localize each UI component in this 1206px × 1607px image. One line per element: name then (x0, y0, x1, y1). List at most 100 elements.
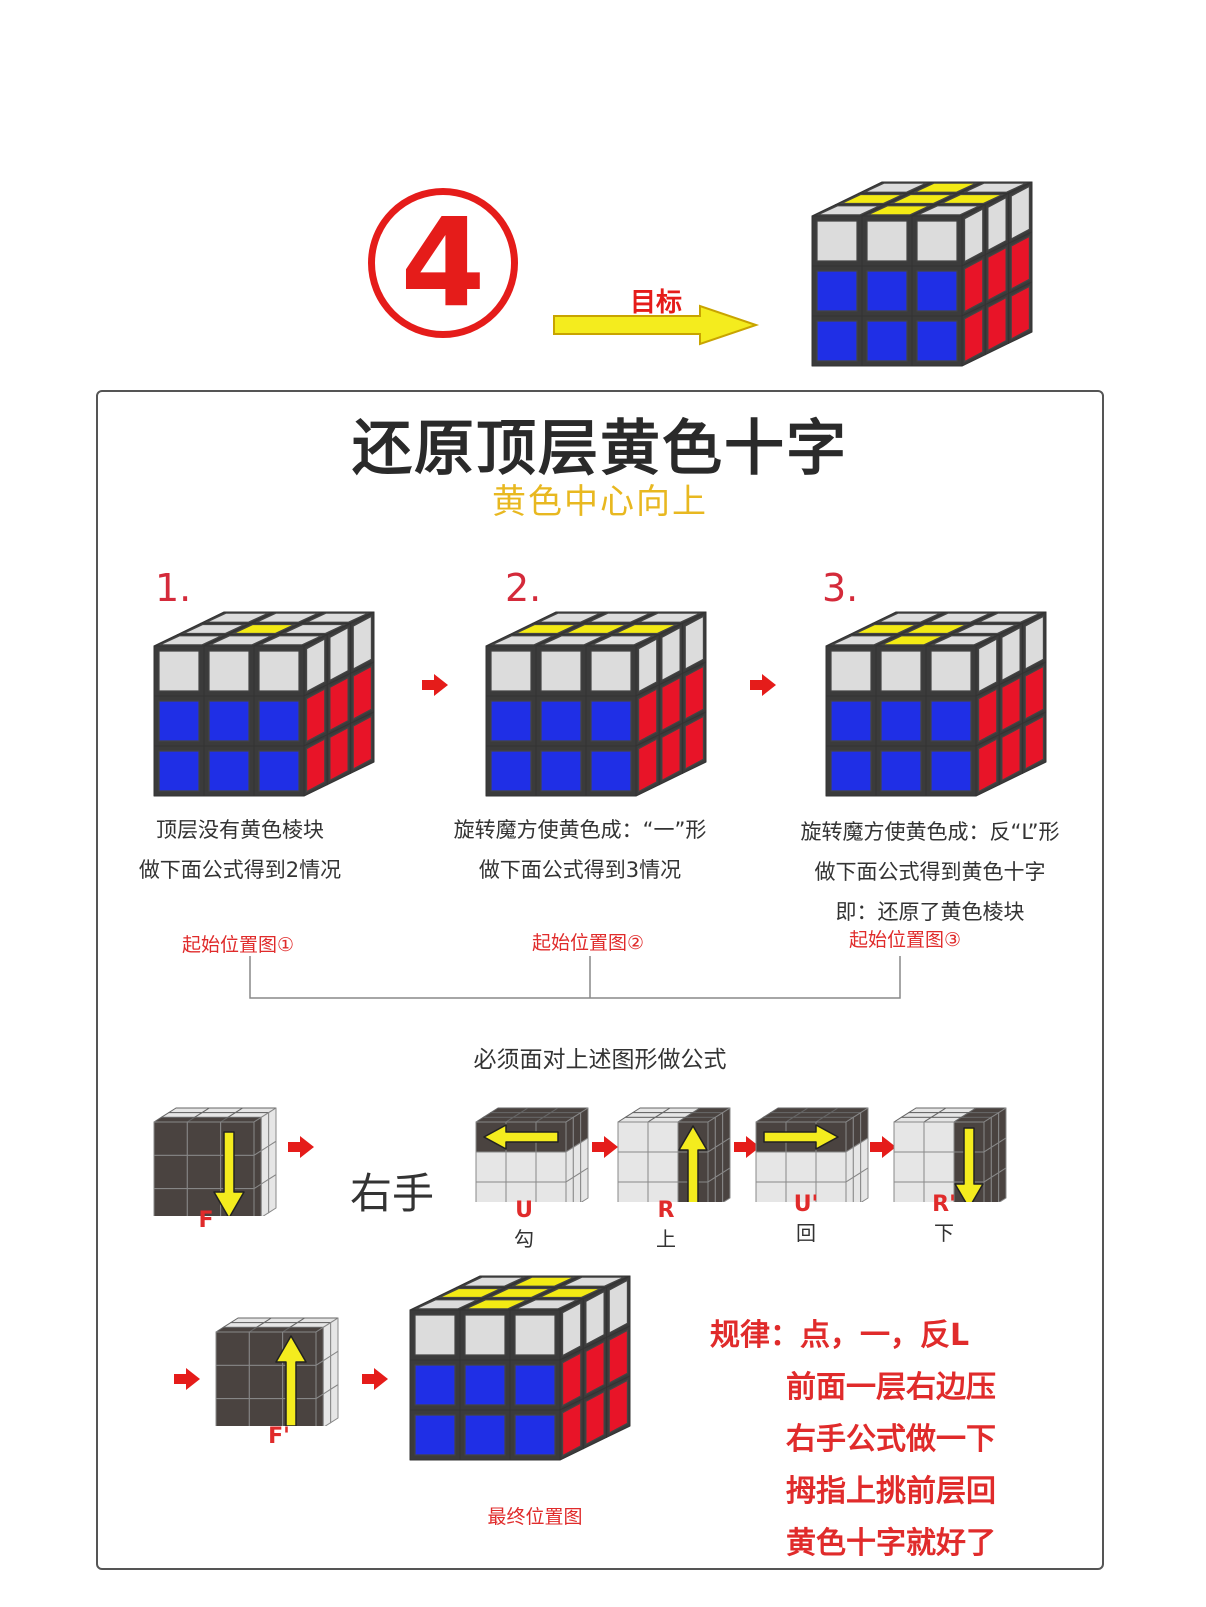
cube-front-sticker (540, 700, 582, 742)
cube-right-sticker (330, 1384, 339, 1424)
cube-right-sticker (315, 1360, 324, 1400)
cube-right-sticker (1001, 627, 1021, 681)
cube-right-sticker (661, 727, 681, 781)
cube-right-sticker (983, 1116, 992, 1153)
cube-top-sticker (537, 612, 601, 623)
cube-front-sticker (208, 700, 250, 742)
cube-top-sticker (465, 1299, 529, 1310)
page-subtitle: 黄色中心向上 (492, 482, 708, 522)
cube-front-sticker (464, 1314, 506, 1356)
cube-right-sticker (1010, 285, 1031, 340)
cube-right-sticker (352, 715, 373, 770)
cube-front-sticker (490, 750, 532, 792)
cube-right-sticker (845, 1146, 854, 1183)
step-3-cube (825, 611, 1047, 797)
cube-front-sticker (248, 1364, 284, 1400)
cube-right-sticker (253, 1183, 262, 1216)
cube-front-sticker (785, 1181, 817, 1202)
cube-front-sticker (158, 700, 200, 742)
cube-right-sticker (329, 627, 349, 681)
description-line: 顶层没有黄色棱块 (156, 818, 324, 842)
cube-front-sticker (617, 1181, 649, 1202)
cube-front-sticker (880, 700, 922, 742)
cube-top-sticker (538, 1287, 602, 1299)
cube-right-sticker (1001, 677, 1021, 731)
cube-right-sticker (322, 1388, 332, 1426)
cube-right-sticker (561, 1352, 582, 1407)
cube-front-sticker (866, 220, 908, 262)
cube-front-sticker (514, 1414, 556, 1456)
cube-top-sticker (514, 623, 578, 635)
cube-right-sticker (845, 1176, 854, 1202)
cube-right-sticker (329, 727, 349, 781)
cube-right-sticker (572, 1112, 582, 1148)
step-1-description: 顶层没有黄色棱块 做下面公式得到2情况 (110, 810, 370, 890)
cube-right-sticker (998, 1167, 1007, 1202)
cube-top-sticker (255, 612, 319, 623)
cube-right-sticker (963, 208, 984, 263)
cube-top-sticker (591, 635, 655, 646)
cube-right-sticker (1024, 615, 1045, 670)
cube-top-sticker (637, 612, 701, 623)
move-label-r-prime: R'下 (932, 1192, 956, 1245)
cube-right-sticker (998, 1107, 1007, 1144)
cube-right-sticker (322, 1322, 332, 1362)
cube-top-sticker (867, 205, 931, 216)
cube-right-sticker (253, 1116, 262, 1156)
cube-front-sticker (866, 320, 908, 362)
rule-line: 右手公式做一下 (786, 1422, 996, 1457)
goal-arrow-icon (553, 304, 760, 346)
cube-right-sticker (977, 738, 998, 793)
cube-front-sticker (414, 1364, 456, 1406)
cube-front-sticker (258, 700, 300, 742)
description-line: 做下面公式得到2情况 (138, 858, 342, 882)
cube-top-sticker (817, 205, 881, 216)
rule-line: 拇指上挑前层回 (786, 1474, 996, 1509)
cube-right-sticker (315, 1326, 324, 1366)
move-u-prime-cube (755, 1107, 869, 1202)
cube-right-sticker (608, 1379, 629, 1434)
cube-right-sticker (990, 1142, 1000, 1178)
cube-right-sticker (661, 627, 681, 681)
cube-right-sticker (572, 1172, 582, 1202)
cube-top-sticker (159, 635, 223, 646)
cube-front-sticker (514, 1314, 556, 1356)
cube-right-sticker (580, 1167, 589, 1202)
cube-front-sticker (186, 1154, 222, 1190)
cube-front-sticker (540, 750, 582, 792)
cube-right-sticker (305, 638, 326, 693)
cube-top-sticker (541, 635, 605, 646)
cube-front-sticker (647, 1151, 679, 1183)
cube-right-sticker (1010, 185, 1031, 240)
cube-front-sticker (590, 650, 632, 692)
cube-right-sticker (305, 738, 326, 793)
cube-right-sticker (260, 1112, 270, 1152)
red-arrow-icon (362, 1368, 388, 1390)
cube-front-sticker (647, 1121, 679, 1153)
move-f-prime-cube (215, 1317, 339, 1426)
cube-front-sticker (930, 750, 972, 792)
cube-front-sticker (248, 1398, 284, 1426)
cube-right-sticker (580, 1137, 589, 1174)
cube-top-sticker (305, 612, 369, 623)
cube-right-sticker (983, 1176, 992, 1202)
cube-front-sticker (866, 270, 908, 312)
cube-front-sticker (930, 700, 972, 742)
yellow-arrow-icon (275, 1335, 307, 1426)
cube-front-sticker (535, 1181, 567, 1202)
start-position-label-3: 起始位置图③ (849, 929, 962, 951)
cube-top-sticker (954, 623, 1018, 635)
cube-top-sticker (881, 635, 945, 646)
red-arrow-icon (288, 1136, 314, 1158)
cube-right-sticker (852, 1172, 862, 1202)
step-number-2: 2. (505, 566, 542, 610)
red-arrow-icon (592, 1136, 618, 1158)
cube-front-sticker (617, 1121, 649, 1153)
yellow-arrow-icon (483, 1124, 559, 1150)
cube-front-sticker (916, 320, 958, 362)
description-line: 做下面公式得到3情况 (478, 858, 682, 882)
cube-right-sticker (585, 1291, 605, 1345)
cube-right-sticker (580, 1107, 589, 1144)
cube-right-sticker (585, 1391, 605, 1445)
